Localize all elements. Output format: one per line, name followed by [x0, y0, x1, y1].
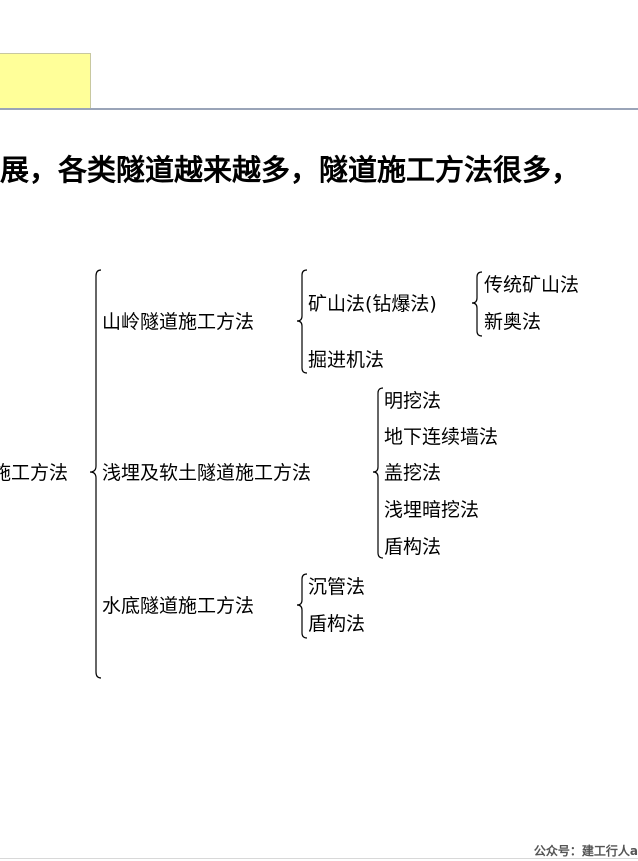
root-brace — [89, 269, 102, 679]
bottom-divider — [0, 858, 638, 859]
title-underline — [0, 108, 638, 110]
shallow-brace — [372, 387, 384, 559]
slide-title-box — [0, 53, 91, 110]
node-root: 施工方法 — [0, 462, 69, 484]
node-underwater-item: 沉管法 — [308, 576, 366, 598]
node-underwater: 水底隧道施工方法 — [102, 595, 255, 617]
mining-brace — [471, 271, 483, 337]
underwater-brace — [296, 573, 308, 639]
node-mountain: 山岭隧道施工方法 — [102, 311, 255, 333]
node-shallow-item: 明挖法 — [384, 390, 442, 412]
heading-text: 展，各类隧道越来越多，隧道施工方法很多， — [0, 153, 581, 187]
mountain-brace — [296, 269, 308, 374]
node-shallow-item: 浅埋暗挖法 — [384, 499, 480, 521]
node-shallow-item: 地下连续墙法 — [384, 426, 499, 448]
node-shallow-item: 盾构法 — [384, 536, 442, 558]
node-traditional: 传统矿山法 — [484, 274, 580, 296]
watermark: 公众号：建工行人a — [533, 844, 638, 858]
node-tbm: 掘进机法 — [308, 349, 385, 371]
node-underwater-item: 盾构法 — [308, 613, 366, 635]
node-shallow-item: 盖挖法 — [384, 462, 442, 484]
node-mining: 矿山法(钻爆法) — [308, 293, 437, 315]
node-natm: 新奥法 — [484, 311, 542, 333]
node-shallow: 浅埋及软土隧道施工方法 — [102, 462, 312, 484]
